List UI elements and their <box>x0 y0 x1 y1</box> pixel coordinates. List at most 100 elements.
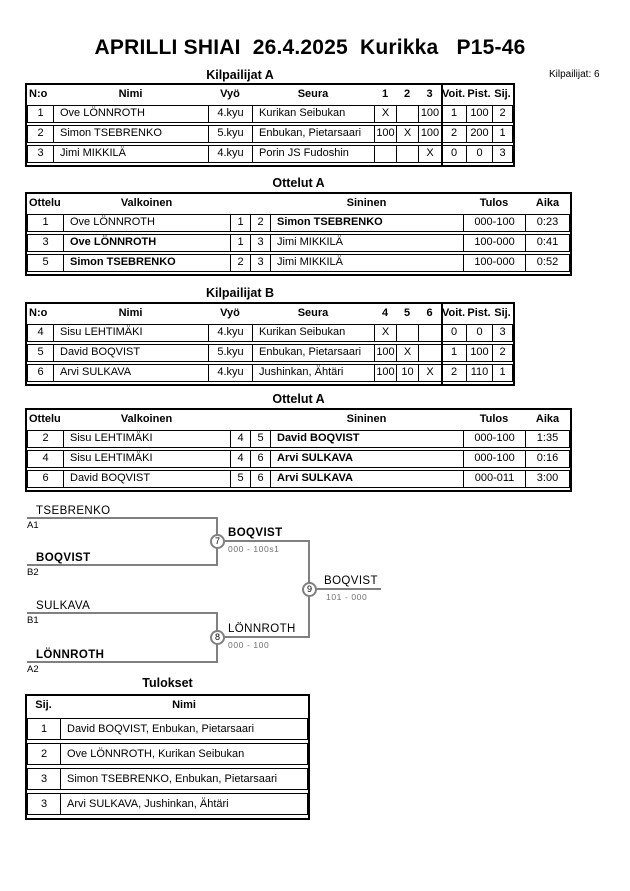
cell-place: 3 <box>499 147 506 159</box>
match-row: 2 Sisu LEHTIMÄKI 4 5 David BOQVIST 000-1… <box>27 430 570 448</box>
cell-wins: 1 <box>442 106 467 122</box>
cell-blue-player: Jimi MIKKILÄ <box>271 235 464 251</box>
cell-result: 000-100 <box>464 451 526 467</box>
cell-place: 3 <box>28 769 61 789</box>
cell-score: X <box>419 146 442 162</box>
cell-time: 3:00 <box>536 472 559 484</box>
results-header-row: Sij. Nimi <box>27 696 308 715</box>
cell-wins: 0 <box>442 325 467 341</box>
table-row: 1 Ove LÖNNROTH 4.kyu Kurikan Seibukan X … <box>27 105 513 123</box>
column-header: 5 <box>403 307 411 319</box>
cell-club: Kurikan Seibukan <box>253 325 375 341</box>
column-header: Sij. <box>35 699 52 711</box>
column-header: Sininen <box>346 413 387 425</box>
cell-result: 100-000 <box>464 235 526 251</box>
thick-column-divider <box>441 85 443 165</box>
cell-number: 6 <box>28 365 54 381</box>
cell-white-number: 1 <box>231 235 251 251</box>
cell-score: X <box>419 365 442 381</box>
cell-number: 1 <box>28 106 54 122</box>
column-header: Ottelu <box>29 197 61 209</box>
pool-b-heading: Kilpailijat B <box>205 286 275 300</box>
cell-blue-number: 6 <box>251 451 271 467</box>
table-row: 3 Jimi MIKKILÄ 4.kyu Porin JS Fudoshin X… <box>27 145 513 163</box>
cell-number: 3 <box>28 146 54 162</box>
table-row: 4 Sisu LEHTIMÄKI 4.kyu Kurikan Seibukan … <box>27 324 513 342</box>
cell-belt: 4.kyu <box>209 146 253 162</box>
pool-a-table: N:o Nimi Vyö Seura 1 2 3 Voit. Pist. Sij… <box>25 83 515 167</box>
bracket-winner-name: BOQVIST <box>324 575 378 587</box>
cell-wins: 0 <box>442 146 467 162</box>
cell-blue-number: 2 <box>251 215 271 231</box>
cell-score: X <box>375 106 397 122</box>
cell-white-number: 4 <box>231 431 251 447</box>
cell-points: 100 <box>467 345 493 361</box>
cell-points: 110 <box>467 365 493 381</box>
results-heading: Tulokset <box>142 676 193 690</box>
cell-score: 100 <box>419 126 442 142</box>
table-row: 6 Arvi SULKAVA 4.kyu Jushinkan, Ähtäri 1… <box>27 364 513 382</box>
cell-score: X <box>375 325 397 341</box>
cell-score: 100 <box>375 126 397 142</box>
bracket-winner-name: BOQVIST <box>228 527 283 539</box>
column-header: Sij. <box>494 88 511 100</box>
bracket-entry-name: TSEBRENKO <box>36 505 111 517</box>
cell-club: Enbukan, Pietarsaari <box>253 345 375 361</box>
cell-belt: 5.kyu <box>209 345 253 361</box>
bracket-winner-line <box>217 636 310 638</box>
column-header: Tulos <box>479 197 509 209</box>
cell-score <box>397 325 419 341</box>
bracket-entry-name: SULKAVA <box>36 600 91 612</box>
bracket-score: 101 - 000 <box>326 592 368 602</box>
cell-blue-number: 5 <box>251 431 271 447</box>
cell-name: Arvi SULKAVA <box>54 365 209 381</box>
bracket-score: 000 - 100 <box>228 640 270 650</box>
cell-score <box>419 325 442 341</box>
thick-column-divider <box>441 304 443 384</box>
column-header: Valkoinen <box>120 197 173 209</box>
cell-wins: 2 <box>442 126 467 142</box>
cell-match-number: 2 <box>28 431 64 447</box>
column-header: Vyö <box>220 88 240 100</box>
matches-b-table: Ottelu Valkoinen Sininen Tulos Aika 2 Si… <box>25 408 572 492</box>
cell-result: 000-011 <box>464 471 526 487</box>
bracket-seed-label: B1 <box>27 615 39 626</box>
cell-club: Jushinkan, Ähtäri <box>253 365 375 381</box>
result-row: 3 Simon TSEBRENKO, Enbukan, Pietarsaari <box>27 768 308 790</box>
cell-blue-player: Simon TSEBRENKO <box>271 215 464 231</box>
cell-name: David BOQVIST <box>54 345 209 361</box>
cell-place: 3 <box>499 326 506 338</box>
bracket-score: 000 - 100s1 <box>228 544 280 554</box>
column-header <box>230 410 250 428</box>
cell-place: 1 <box>499 127 506 139</box>
cell-white-player: David BOQVIST <box>64 471 231 487</box>
cell-belt: 4.kyu <box>209 325 253 341</box>
cell-result: 000-100 <box>464 431 526 447</box>
cell-match-number: 3 <box>28 235 64 251</box>
column-header: Voit. <box>441 88 465 100</box>
cell-white-player: Simon TSEBRENKO <box>64 255 231 271</box>
matches-b-heading: Ottelut A <box>272 392 325 406</box>
bracket-entry-name: BOQVIST <box>36 552 91 564</box>
column-header <box>250 410 270 428</box>
cell-score: 10 <box>397 365 419 381</box>
cell-result: 100-000 <box>464 255 526 271</box>
bracket-entry-name: LÖNNROTH <box>36 649 105 661</box>
column-header: N:o <box>29 88 48 100</box>
column-header: Nimi <box>172 699 196 711</box>
matches-a-header-row: Ottelu Valkoinen Sininen Tulos Aika <box>27 194 570 212</box>
table-row: 2 Simon TSEBRENKO 5.kyu Enbukan, Pietars… <box>27 125 513 143</box>
column-header: 2 <box>403 88 411 100</box>
table-row: 5 David BOQVIST 5.kyu Enbukan, Pietarsaa… <box>27 344 513 362</box>
cell-number: 2 <box>28 126 54 142</box>
column-header <box>250 194 270 212</box>
cell-blue-player: Jimi MIKKILÄ <box>271 255 464 271</box>
matches-b-body: 2 Sisu LEHTIMÄKI 4 5 David BOQVIST 000-1… <box>27 430 570 488</box>
cell-score: X <box>397 345 419 361</box>
results-body: 1 David BOQVIST, Enbukan, Pietarsaari 2 … <box>27 718 308 815</box>
column-header: 4 <box>381 307 389 319</box>
column-header: Seura <box>297 307 329 319</box>
column-header: Tulos <box>479 413 509 425</box>
match-row: 6 David BOQVIST 5 6 Arvi SULKAVA 000-011… <box>27 470 570 488</box>
column-header: Voit. <box>441 307 465 319</box>
